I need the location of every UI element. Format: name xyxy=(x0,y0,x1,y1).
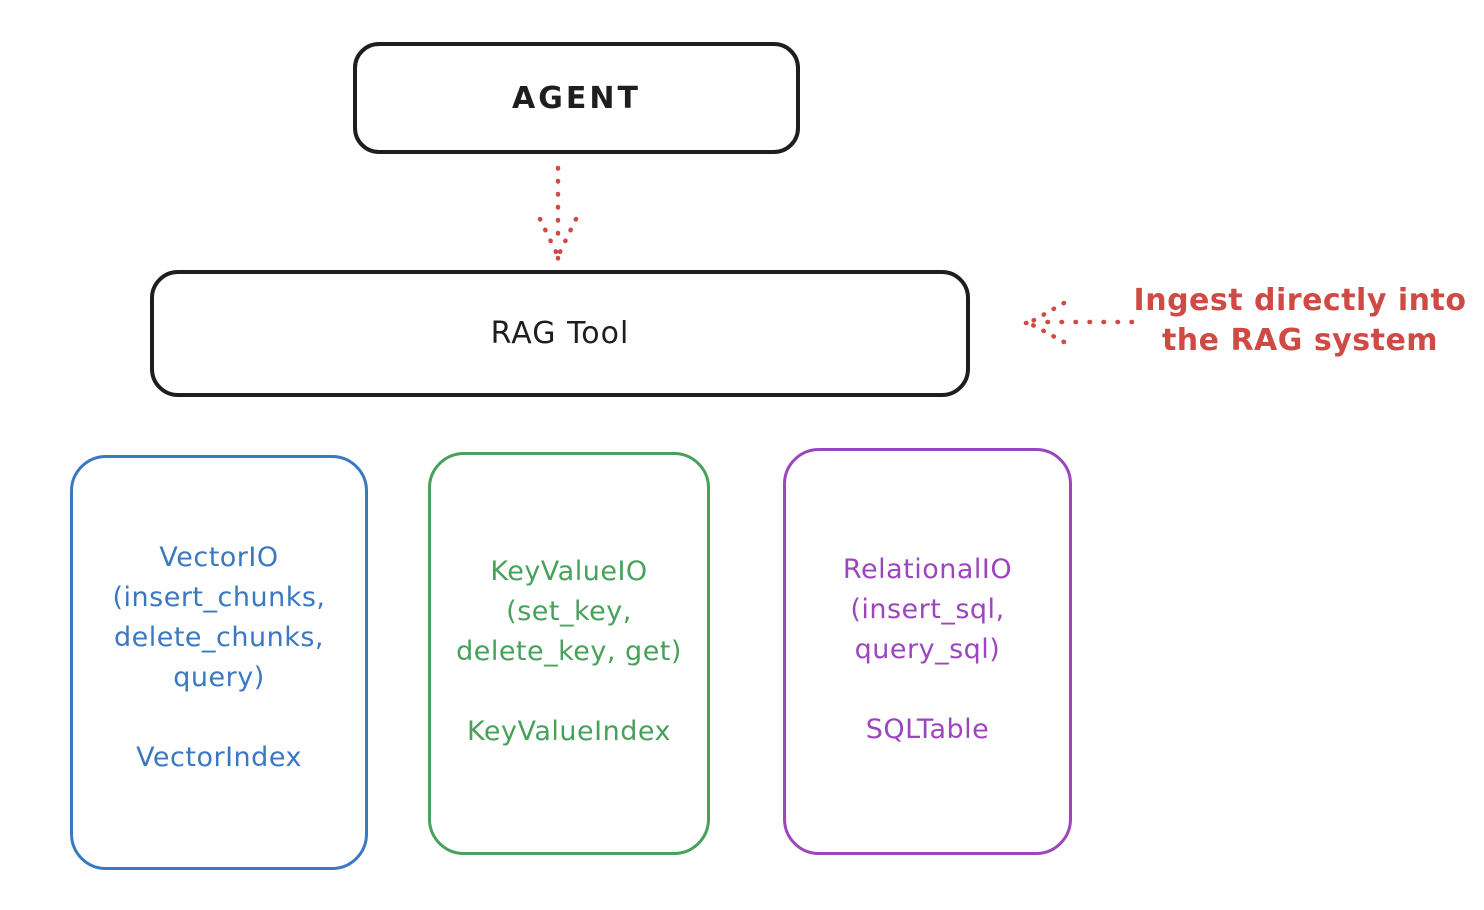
ingest-annotation-line2: the RAG system xyxy=(1161,323,1439,358)
agent-label: AGENT xyxy=(512,80,641,116)
ingest-arrow xyxy=(1023,300,1135,345)
rag-tool-node: RAG Tool xyxy=(150,270,970,397)
ingest-annotation-line1: Ingest directly into xyxy=(1133,283,1467,318)
keyvalue-io-line: KeyValueIO xyxy=(490,556,648,587)
relational-io-line: (insert_sql, xyxy=(850,594,1005,625)
relational-io-line: RelationalIO xyxy=(842,554,1013,585)
sql-table-label: SQLTable xyxy=(865,714,990,745)
keyvalue-io-node: KeyValueIO (set_key, delete_key, get) Ke… xyxy=(428,452,710,855)
vector-io-line: VectorIO xyxy=(159,542,279,573)
vector-index-label: VectorIndex xyxy=(136,742,302,773)
vector-io-node: VectorIO (insert_chunks, delete_chunks, … xyxy=(70,455,368,870)
vector-io-line: delete_chunks, xyxy=(113,622,325,653)
vector-io-line: query) xyxy=(173,662,265,693)
agent-to-rag-arrow xyxy=(537,165,579,261)
vector-io-line: (insert_chunks, xyxy=(112,582,326,613)
agent-node: AGENT xyxy=(353,42,800,154)
ingest-annotation: Ingest directly into the RAG system xyxy=(1128,281,1472,361)
relational-io-line: query_sql) xyxy=(854,634,1001,665)
keyvalue-index-label: KeyValueIndex xyxy=(467,716,671,747)
keyvalue-io-line: delete_key, get) xyxy=(456,636,682,667)
rag-tool-label: RAG Tool xyxy=(490,316,630,351)
keyvalue-io-line: (set_key, xyxy=(506,596,632,627)
relational-io-node: RelationalIO (insert_sql, query_sql) SQL… xyxy=(783,448,1072,855)
